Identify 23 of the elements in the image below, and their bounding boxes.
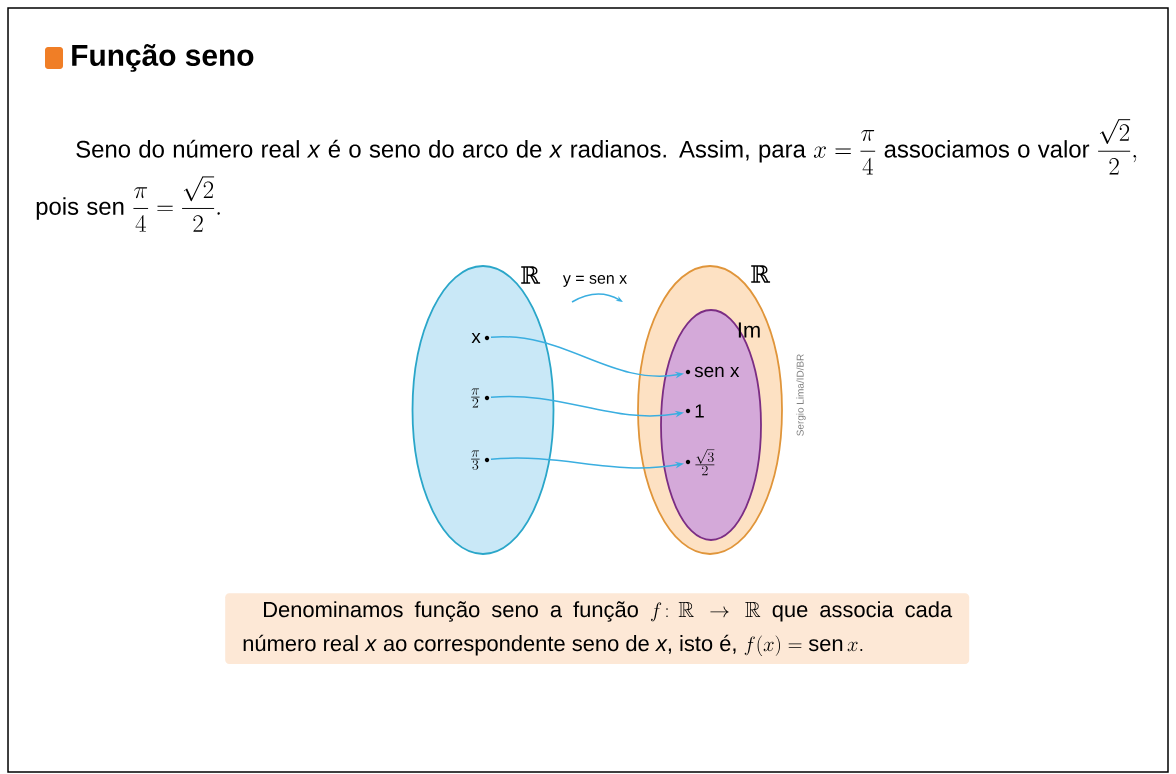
- node-label: $\frac{\pi}{3}$: [471, 450, 480, 470]
- element-point: sen x: [685, 366, 740, 378]
- label: $x = \dfrac{\pi}{4}$: [813, 129, 876, 175]
- label: $\dfrac{\sqrt{2}}{2},$: [1098, 119, 1137, 175]
- node-label: sen x: [694, 366, 740, 378]
- definition-box: Denominamos função seno a função $f\colon \mathbb{R}\rightarrow\mathbb{R}$ que associa cada número real x ao correspondente seno de x, isto é, $f(x) = \mathrm{sen}\, x.$: [225, 593, 970, 665]
- element-point: $\frac{\pi}{2}$: [471, 388, 490, 408]
- credit-text: Sergio Lima/ID/BR: [796, 354, 806, 436]
- label: associamos o valor: [884, 140, 1090, 158]
- function-label: y = sen x: [562, 275, 627, 287]
- title: Função seno: [72, 44, 254, 72]
- paragraph-text: Seno do número real x é o seno do arco de x radianos. Assim, para $x = \dfrac{\pi}{4}$ associamos o valor $\dfrac{\sqrt{2}}{2},$ pois sen $\dfrac{\pi}{4} = \dfrac{\sqrt{2}}{2}.$: [36, 119, 1137, 232]
- label: Seno do número real x é o seno do arco de x radianos. Assim, para: [76, 139, 806, 163]
- label: $\dfrac{\pi}{4} = \dfrac{\sqrt{2}}{2}.$: [133, 176, 220, 232]
- element-point: 1: [685, 404, 704, 418]
- node-label: $\frac{\pi}{2}$: [471, 388, 480, 408]
- node-label: $\frac{\sqrt{3}}{2}$: [695, 449, 715, 476]
- node-label: 1: [695, 404, 704, 418]
- element-point: $\frac{\pi}{3}$: [471, 450, 490, 470]
- label: pois sen: [36, 197, 124, 220]
- node-label: x: [471, 333, 481, 343]
- element-point: $\frac{\sqrt{3}}{2}$: [685, 449, 715, 476]
- element-point: x: [471, 333, 490, 343]
